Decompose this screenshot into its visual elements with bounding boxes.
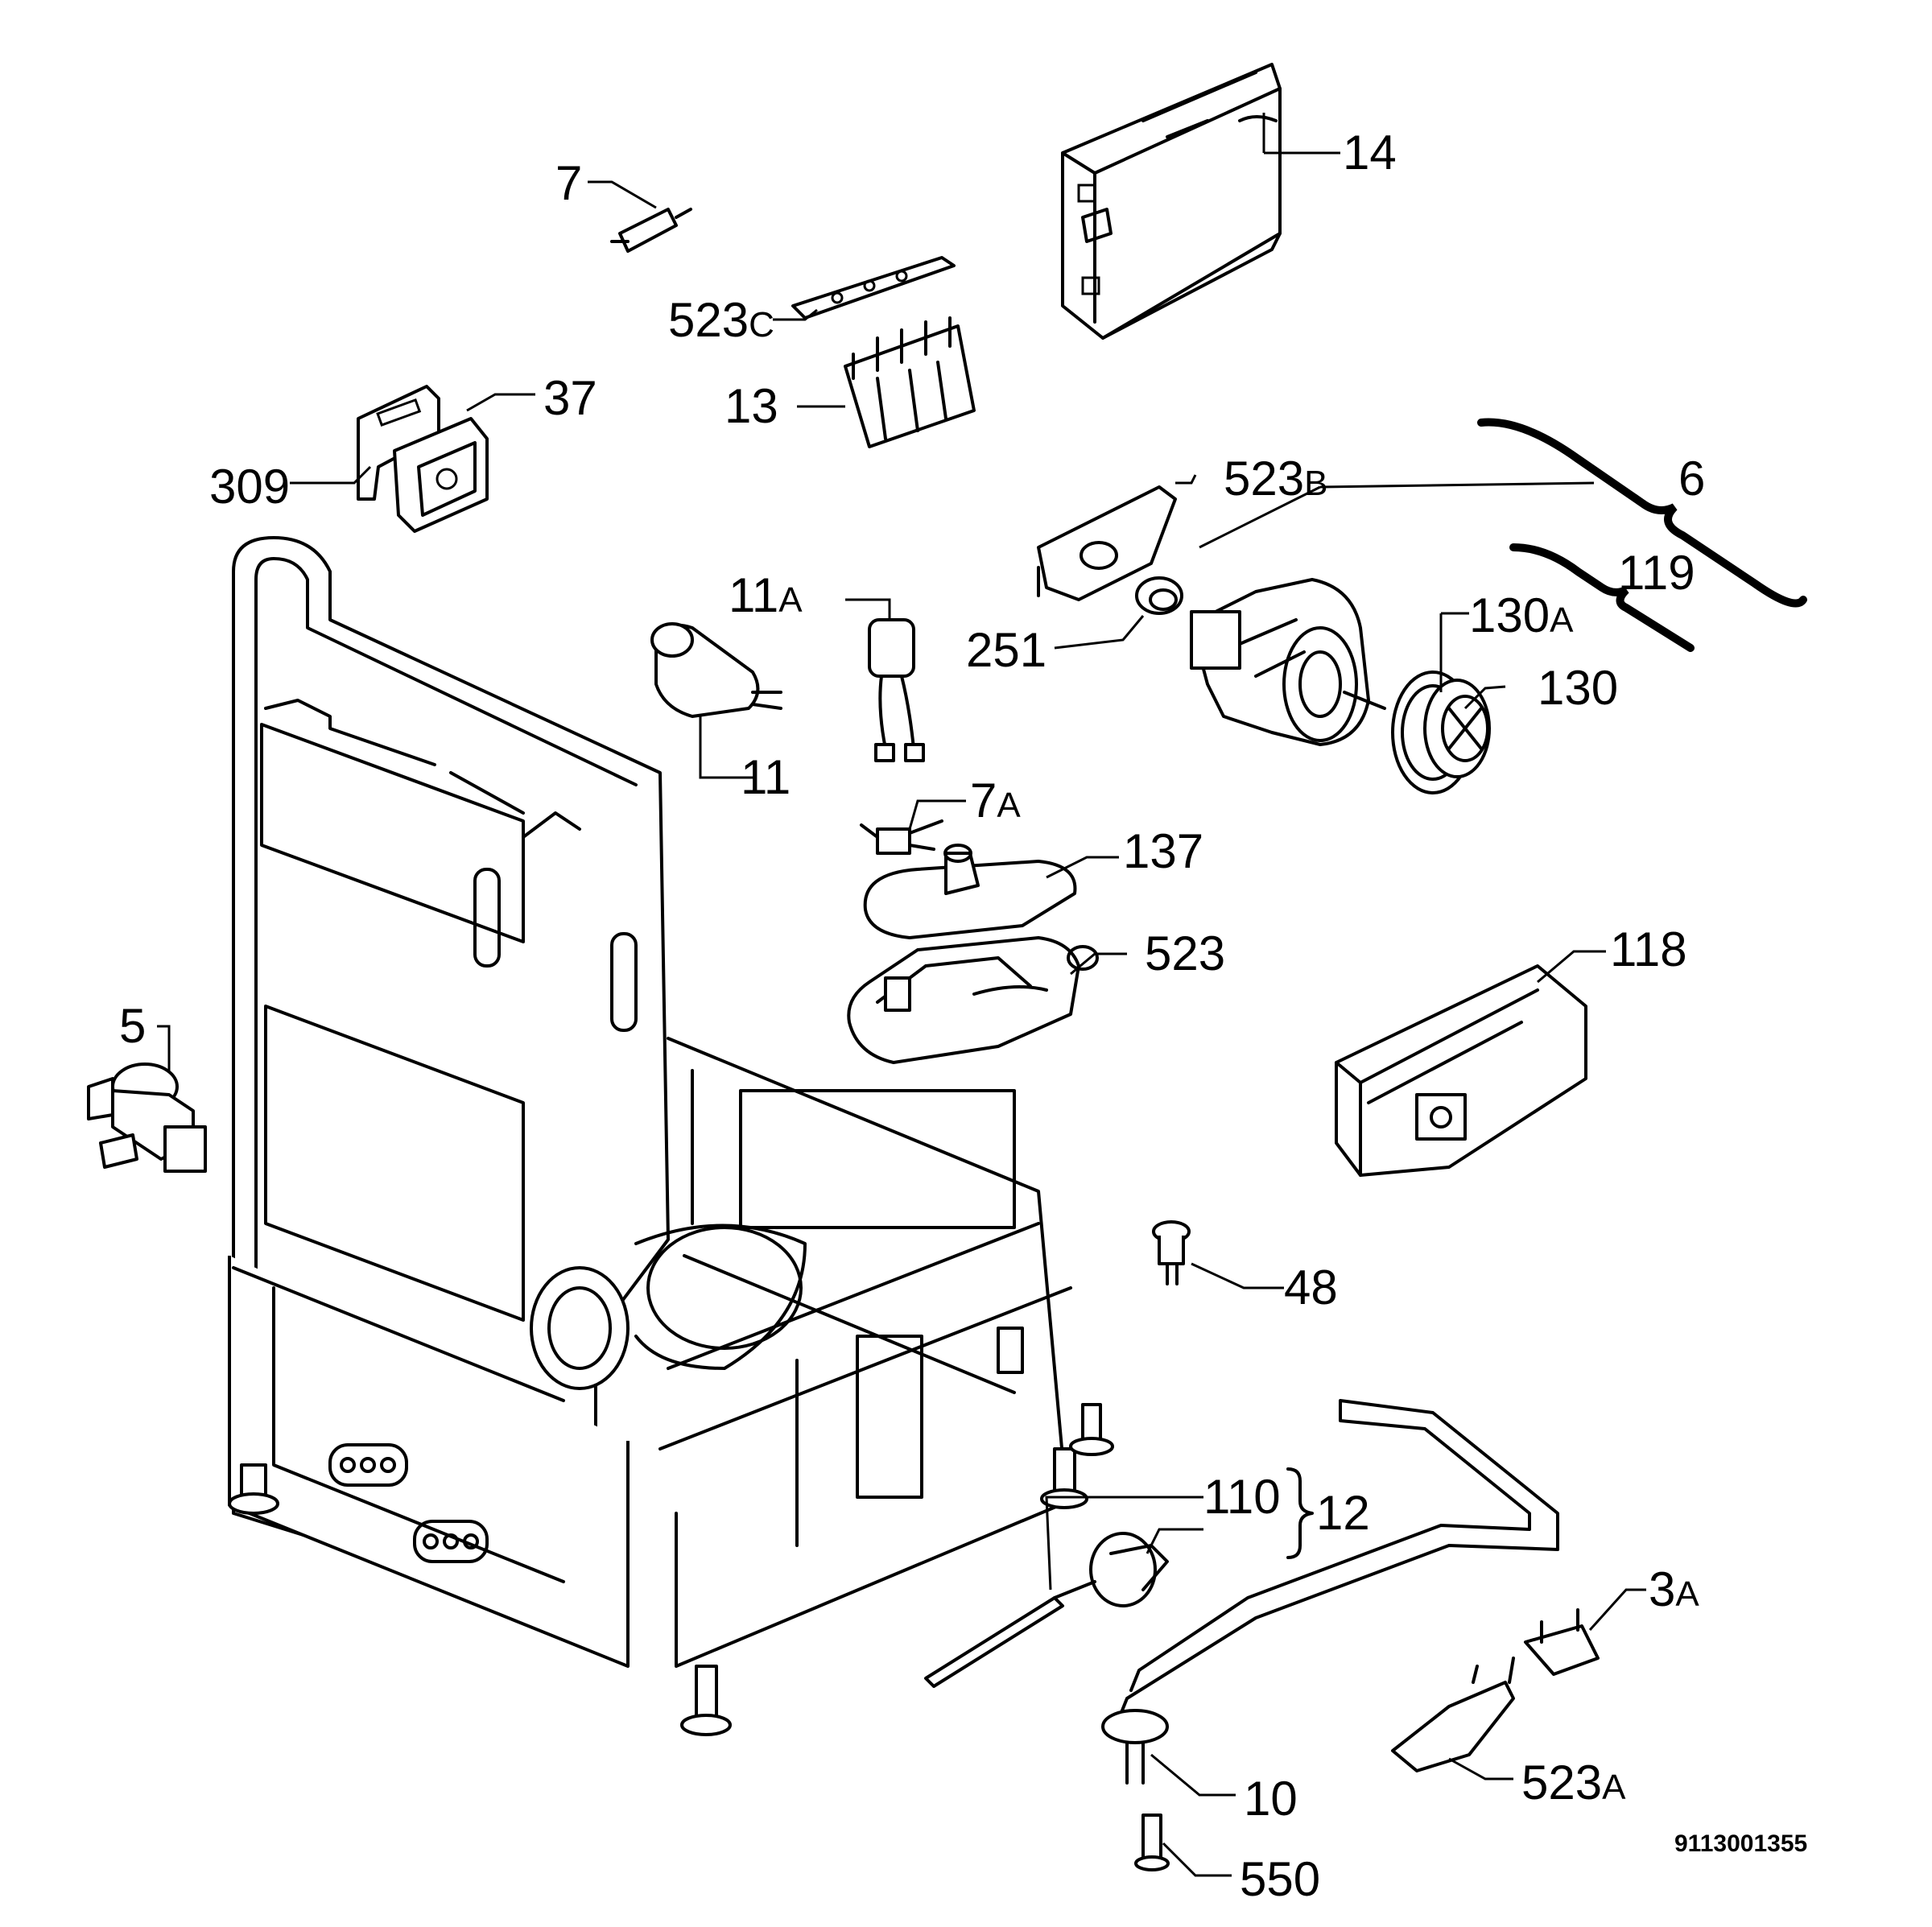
part-13-terminal-block [844, 316, 976, 448]
brace-6 [1477, 418, 1807, 608]
part-523b-clamp [1037, 485, 1177, 601]
vent-holes [328, 1443, 489, 1563]
diagram-code: 9113001355 [1674, 1830, 1807, 1857]
label-118: 118 [1610, 922, 1687, 976]
part-11a-suppressor [868, 618, 925, 762]
part-12-hose [924, 1596, 1064, 1688]
frame-feet [228, 1403, 1114, 1736]
label-5: 5 [119, 999, 146, 1053]
part-48-sensor [1152, 1220, 1191, 1285]
part-7-clip [610, 208, 692, 253]
label-37: 37 [543, 371, 597, 425]
part-11-capacitor [650, 622, 782, 718]
label-7a: 7A [970, 774, 1021, 827]
part-110-pressure-switch [1053, 1532, 1169, 1607]
label-13: 13 [724, 379, 778, 433]
label-130a: 130A [1469, 588, 1574, 642]
label-10: 10 [1244, 1772, 1298, 1826]
label-130: 130 [1538, 661, 1618, 715]
part-6-pump-motor [1190, 578, 1386, 746]
part-523-sump [847, 936, 1099, 1064]
label-110: 110 [1203, 1470, 1281, 1524]
label-523b: 523B [1224, 452, 1327, 505]
appliance-frame [228, 536, 1114, 1736]
callout-labels: 7 14 523C 13 37 309 523B 6 119 11A 251 1… [119, 126, 1705, 1906]
label-137: 137 [1123, 824, 1203, 878]
part-550-screw [1134, 1814, 1170, 1871]
label-119: 119 [1618, 546, 1695, 600]
label-523a: 523A [1521, 1756, 1626, 1809]
part-523c-bracket [791, 256, 956, 320]
part-137-cover [863, 844, 1077, 939]
label-14: 14 [1343, 126, 1397, 179]
label-11: 11 [741, 750, 791, 804]
part-5-inlet-valve [87, 1063, 207, 1173]
part-14-control-module [1061, 63, 1282, 340]
label-3a: 3A [1649, 1562, 1699, 1616]
brace-119 [1509, 543, 1695, 652]
part-251-cap [1135, 576, 1183, 615]
part-37-connector [393, 417, 489, 533]
part-7a-switch [860, 819, 943, 855]
part-118-dispenser [1335, 964, 1587, 1177]
label-251: 251 [966, 623, 1046, 677]
label-7: 7 [555, 156, 582, 210]
label-523: 523 [1145, 926, 1225, 980]
label-12: 12 [1316, 1486, 1370, 1540]
label-550: 550 [1240, 1852, 1320, 1906]
part-130-impeller [1391, 671, 1491, 794]
part-523a-bracket [1391, 1657, 1515, 1772]
label-11a: 11A [729, 568, 803, 622]
label-523c: 523C [668, 293, 774, 347]
label-6: 6 [1678, 452, 1705, 505]
part-10-heater [1101, 1399, 1559, 1785]
brace-12 [1286, 1467, 1314, 1559]
label-309: 309 [209, 460, 290, 514]
part-3a-clip [1524, 1608, 1600, 1676]
label-48: 48 [1284, 1261, 1338, 1314]
leader-lines [157, 113, 1646, 1877]
